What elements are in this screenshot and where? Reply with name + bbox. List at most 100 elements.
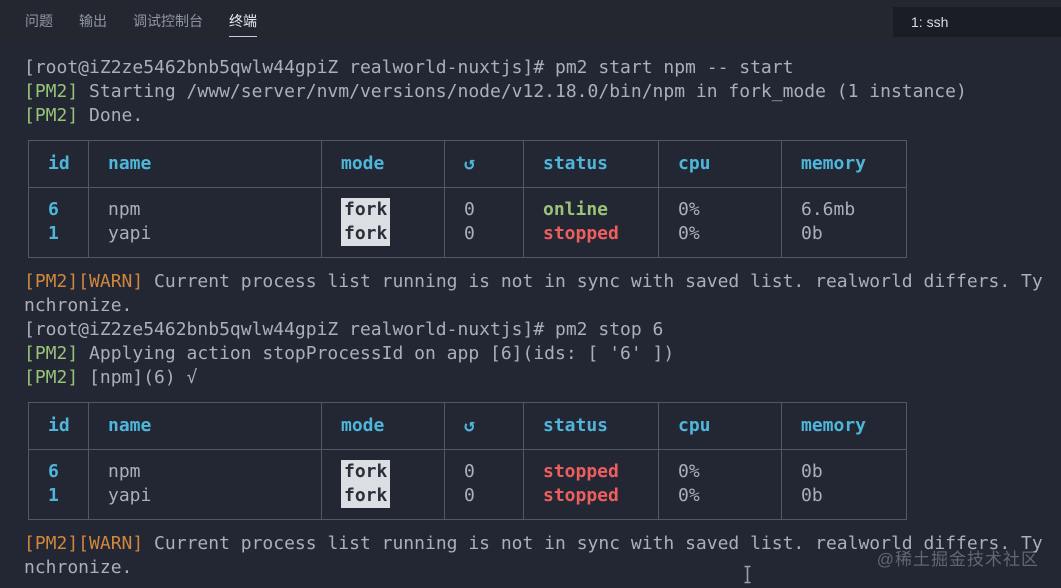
cell-value: stopped — [543, 461, 619, 482]
tab-debug-console[interactable]: 调试控制台 — [133, 13, 203, 29]
cell-value: 0% — [678, 223, 700, 244]
table-cell-name: npm yapi — [89, 188, 322, 257]
column-header: mode — [322, 141, 445, 187]
terminal-text-segment: [PM2] — [24, 367, 79, 388]
terminal-session-label: 1: ssh — [911, 14, 949, 30]
terminal-text-segment: [PM2] — [24, 105, 79, 126]
column-header: id — [29, 141, 89, 187]
column-header: ↺ — [445, 141, 524, 187]
cell-value: 0 — [464, 485, 475, 506]
cell-value: 1 — [48, 485, 59, 506]
cell-value: 0% — [678, 199, 700, 220]
table-cell-memory: 6.6mb 0b — [782, 188, 906, 257]
terminal-text-segment: Current process list running is not in s… — [143, 533, 1043, 554]
terminal-text-segment: nchronize. — [24, 557, 133, 578]
terminal-line: [PM2] Applying action stopProcessId on a… — [24, 342, 1061, 366]
cell-value: yapi — [108, 485, 152, 506]
cell-value: 0b — [801, 461, 823, 482]
column-header: cpu — [659, 141, 782, 187]
cell-value: 0b — [801, 223, 823, 244]
terminal-session-selector[interactable]: 1: ssh — [893, 7, 1061, 37]
column-header: name — [89, 141, 322, 187]
cell-value: npm — [108, 461, 141, 482]
table-cell-status: stopped stopped — [524, 450, 659, 519]
terminal-line: [root@iZ2ze5462bnb5qwlw44gpiZ realworld-… — [24, 56, 1061, 80]
terminal-text-segment: [PM2] — [24, 81, 79, 102]
table-cell-cpu: 0%0% — [659, 188, 782, 257]
cell-value: stopped — [543, 223, 619, 244]
cell-value: 6 — [48, 461, 59, 482]
terminal-text-segment: [npm](6) √ — [78, 367, 198, 388]
terminal-line: [PM2][WARN] Current process list running… — [24, 270, 1061, 294]
column-header: memory — [801, 415, 867, 436]
mode-badge: fork — [341, 460, 391, 484]
cell-value: 0 — [464, 461, 475, 482]
cell-value: fork — [341, 222, 444, 246]
terminal-line: [PM2][WARN] Current process list running… — [24, 532, 1061, 556]
cell-value: 0% — [678, 461, 700, 482]
cell-value: 6.6mb — [801, 199, 856, 220]
terminal-line: [root@iZ2ze5462bnb5qwlw44gpiZ realworld-… — [24, 318, 1061, 342]
cell-value: fork — [341, 460, 444, 484]
terminal-text-segment: [root@iZ2ze5462bnb5qwlw44gpiZ realworld-… — [24, 319, 664, 340]
cell-value: 0% — [678, 485, 700, 506]
terminal-text-segment: nchronize. — [24, 295, 133, 316]
cell-value: stopped — [543, 485, 619, 506]
terminal-text-segment: Done. — [78, 105, 144, 126]
tab-output[interactable]: 输出 — [79, 13, 107, 29]
cell-value: online — [543, 199, 609, 220]
cell-value: npm — [108, 199, 141, 220]
cell-value: fork — [341, 198, 444, 222]
cell-value: 0 — [464, 199, 475, 220]
terminal-output: [root@iZ2ze5462bnb5qwlw44gpiZ realworld-… — [24, 56, 1061, 580]
column-header: memory — [801, 153, 867, 174]
mode-badge: fork — [341, 484, 391, 508]
column-header: name — [89, 403, 322, 449]
terminal-text-segment: [PM2][WARN] — [24, 533, 144, 554]
mode-badge: fork — [341, 222, 391, 246]
column-header: mode — [322, 403, 445, 449]
terminal-panel[interactable]: [root@iZ2ze5462bnb5qwlw44gpiZ realworld-… — [0, 44, 1061, 586]
cell-value: 6 — [48, 199, 59, 220]
column-header: status — [524, 403, 659, 449]
terminal-text-segment: [PM2] — [24, 343, 79, 364]
terminal-line: [PM2] [npm](6) √ — [24, 366, 1061, 390]
column-header: id — [29, 403, 89, 449]
terminal-text-segment: [root@iZ2ze5462bnb5qwlw44gpiZ realworld-… — [24, 57, 794, 78]
table-cell-cpu: 0%0% — [659, 450, 782, 519]
table-cell-name: npm yapi — [89, 450, 322, 519]
cell-value: 0b — [801, 485, 823, 506]
cell-value: fork — [341, 484, 444, 508]
terminal-text-segment: Applying action stopProcessId on app [6]… — [78, 343, 675, 364]
cell-value: yapi — [108, 223, 152, 244]
table-cell-status: online stopped — [524, 188, 659, 257]
column-header: cpu — [659, 403, 782, 449]
column-header: status — [524, 141, 659, 187]
tab-problems[interactable]: 问题 — [25, 13, 53, 29]
terminal-text-segment: Starting /www/server/nvm/versions/node/v… — [78, 81, 967, 102]
tab-terminal[interactable]: 终端 — [229, 7, 257, 37]
column-header: ↺ — [445, 403, 524, 449]
terminal-text-segment: Current process list running is not in s… — [143, 271, 1043, 292]
terminal-line: nchronize. — [24, 294, 1061, 318]
terminal-line: [PM2] Done. — [24, 104, 1061, 128]
terminal-text-segment: [PM2][WARN] — [24, 271, 144, 292]
terminal-line: nchronize. — [24, 556, 1061, 580]
cell-value: 1 — [48, 223, 59, 244]
cell-value: 0 — [464, 223, 475, 244]
mode-badge: fork — [341, 198, 391, 222]
panel-tab-bar: 问题 输出 调试控制台 终端 1: ssh — [0, 0, 1061, 44]
